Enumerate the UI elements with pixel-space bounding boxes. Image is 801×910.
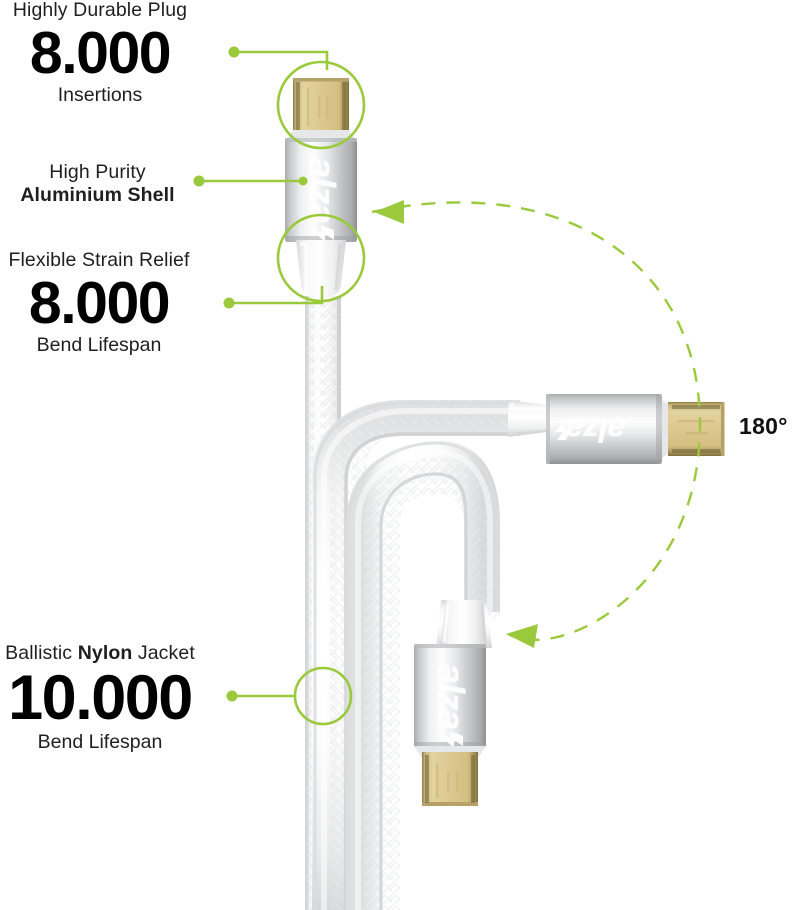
callout-caption: Flexible Strain Relief — [8, 249, 190, 271]
callout-value: 8.000 — [29, 20, 172, 87]
connector-middle: alza — [508, 394, 725, 464]
lightning-bolt-icon — [437, 731, 463, 748]
gold-tip-top — [293, 78, 349, 132]
connector-bottom: alza — [414, 600, 492, 806]
aluminium-shell-top: alza — [285, 138, 357, 242]
strain-relief-bottom — [436, 600, 492, 648]
callout-nylon-jacket: Ballistic Nylon Jacket 10.000 Bend Lifes… — [0, 643, 200, 753]
callout-strain-relief: Flexible Strain Relief 8.000 Bend Lifesp… — [0, 250, 198, 356]
leader-durable-plug — [228, 46, 366, 150]
aluminium-shell-bottom: alza — [414, 644, 486, 748]
callout-aluminium-shell: High Purity Aluminium Shell — [0, 162, 195, 206]
callout-unit: Bend Lifespan — [36, 334, 162, 357]
callout-caption-line1: High Purity — [49, 161, 146, 183]
strain-relief-top — [296, 240, 346, 298]
callout-caption: Highly Durable Plug — [12, 0, 188, 21]
brand-text-bottom: alza — [429, 663, 471, 730]
callout-durable-plug: Highly Durable Plug 8.000 Insertions — [0, 0, 200, 106]
callout-caption-bold: Nylon — [77, 642, 133, 664]
gold-tip-bottom — [422, 752, 478, 806]
lightning-bolt-icon — [308, 225, 334, 242]
callout-caption-line2: Aluminium Shell — [20, 184, 175, 207]
aluminium-shell-middle: alza — [546, 394, 662, 464]
highlight-circle-plug — [276, 60, 366, 150]
connector-top: alza — [285, 78, 357, 298]
arrow-head-top — [374, 200, 404, 224]
lightning-bolt-icon — [555, 417, 571, 440]
gold-tip-middle — [668, 402, 725, 456]
callout-unit: Bend Lifespan — [37, 731, 163, 754]
callout-caption-post: Jacket — [132, 642, 195, 664]
callout-caption-pre: Ballistic — [5, 642, 78, 664]
leader-strain-relief — [223, 213, 366, 309]
arrow-head-bottom — [506, 624, 538, 648]
leader-aluminium-shell — [193, 175, 308, 187]
callout-value: 10.000 — [8, 663, 193, 734]
leader-nylon-jacket — [226, 666, 353, 726]
callout-value: 8.000 — [28, 270, 171, 337]
callout-caption: Ballistic Nylon Jacket — [0, 643, 200, 663]
highlight-circle-strain-relief — [276, 213, 366, 303]
rotation-angle-label: 180° — [739, 413, 788, 439]
rotation-arc-180 — [371, 201, 702, 642]
highlight-circle-nylon — [293, 666, 353, 726]
callout-unit: Insertions — [57, 84, 143, 107]
brand-text-middle: alza — [566, 410, 626, 448]
brand-text-top: alza — [300, 157, 342, 224]
